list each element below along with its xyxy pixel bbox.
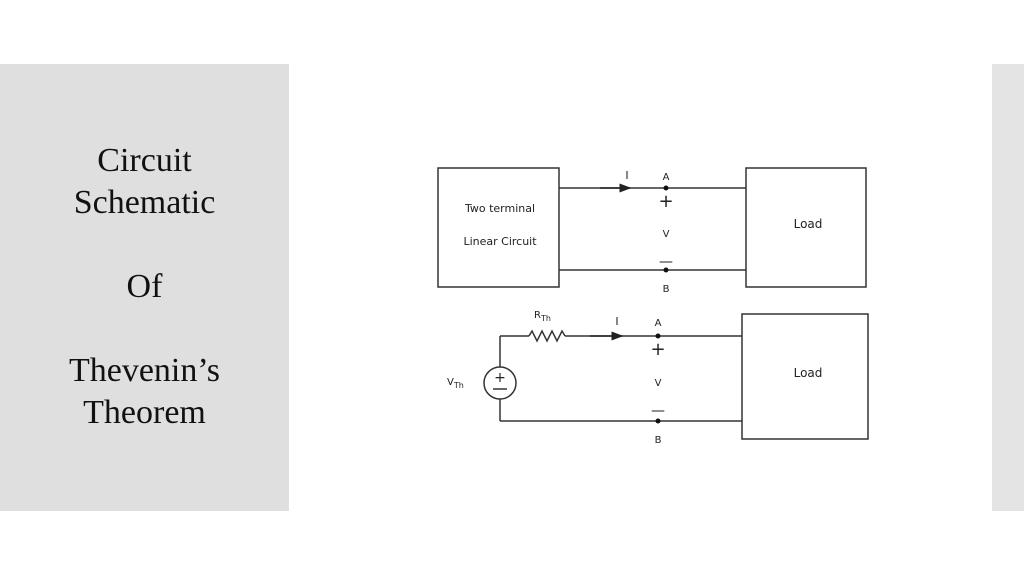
terminal-a-label: A — [655, 318, 662, 329]
right-edge-panel — [992, 64, 1024, 511]
voltage-label: V — [663, 229, 670, 240]
title-line-theorem: Theorem — [83, 394, 206, 431]
minus-sign: — — [651, 403, 665, 419]
circuit-schematic: Two terminal Linear Circuit I A B + V — … — [437, 167, 869, 446]
current-label: I — [615, 315, 618, 328]
source-label: VTh — [447, 377, 464, 390]
slide-title: Circuit Schematic Of Thevenin’s Theorem — [0, 140, 289, 434]
terminal-b-label: B — [663, 284, 670, 295]
title-line-circuit: Circuit — [97, 142, 192, 179]
load-box — [741, 313, 869, 440]
load-label: Load — [794, 217, 823, 231]
terminal-b-label: B — [655, 435, 662, 446]
minus-sign: — — [659, 254, 673, 270]
voltage-label: V — [655, 378, 662, 389]
terminal-b-dot — [655, 418, 661, 424]
title-panel — [0, 64, 289, 511]
circuit-label-line2: Linear Circuit — [463, 235, 537, 248]
load-box — [745, 167, 867, 288]
load-label: Load — [794, 366, 823, 380]
thevenin-equivalent-circuit: RTh + VTh I A B + V — Load — [447, 310, 869, 446]
terminal-b-dot — [663, 267, 669, 273]
plus-sign: + — [658, 191, 673, 212]
circuit-label-line1: Two terminal — [464, 202, 535, 215]
top-circuit: Two terminal Linear Circuit I A B + V — … — [437, 167, 867, 295]
terminal-a-dot — [663, 185, 669, 191]
plus-sign: + — [650, 339, 665, 360]
two-terminal-circuit-box — [437, 167, 560, 288]
resistor-label: RTh — [534, 310, 551, 323]
current-label: I — [625, 169, 628, 182]
voltage-source-icon — [483, 366, 517, 400]
title-line-schematic: Schematic — [73, 184, 216, 221]
terminal-a-dot — [655, 333, 661, 339]
terminal-a-label: A — [663, 172, 670, 183]
title-line-thevenins: Thevenin’s — [68, 352, 221, 389]
source-plus: + — [494, 370, 506, 386]
title-line-of: Of — [126, 268, 163, 305]
resistor-symbol — [528, 329, 566, 343]
